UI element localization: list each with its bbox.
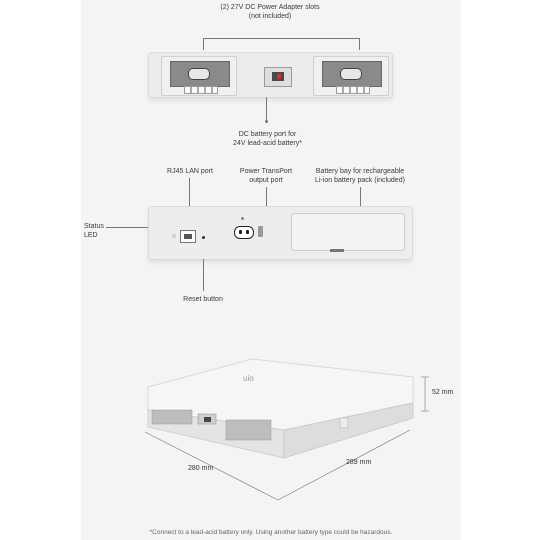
reset-pointer [203, 259, 204, 291]
device-logo: uio [243, 374, 254, 383]
battery-bay [291, 213, 405, 252]
device-top-view [148, 52, 393, 98]
reset-label: Reset button [183, 296, 223, 303]
plug-icon [188, 68, 210, 80]
dc-port-label-1: DC battery port for [238, 131, 297, 138]
dc-port-label-2: 24V lead-acid battery* [233, 140, 302, 147]
status-led-pointer [106, 227, 172, 228]
adapter-bracket-right [359, 38, 360, 50]
bay-label-1: Battery bay for rechargeable [315, 168, 405, 175]
rj45-label: RJ45 LAN port [167, 168, 213, 175]
transport-label-2: output port [249, 177, 283, 184]
adapter-slot-left [161, 56, 237, 96]
depth-dimension: 280 mm [188, 465, 214, 472]
power-switch [258, 226, 263, 237]
transport-led [241, 217, 244, 220]
footnote: *Connect to a lead-acid battery only. Us… [149, 529, 393, 536]
status-led-label-1: Status [84, 223, 104, 230]
reset-hole [202, 236, 205, 239]
adapter-bracket-line [203, 38, 360, 39]
transport-label-1: Power TransPort [239, 168, 293, 175]
height-dimension: 52 mm [432, 389, 454, 396]
plug-icon [340, 68, 362, 80]
adapter-bracket-left [203, 38, 204, 50]
device-front-view [148, 206, 413, 260]
dc-port-pointer [266, 97, 267, 122]
bay-label-2: Li-ion battery pack (included) [315, 177, 405, 184]
status-led-label-2: LED [84, 232, 98, 239]
dc-battery-port [264, 67, 292, 87]
bay-pointer [360, 187, 361, 207]
status-led [172, 234, 176, 238]
transport-port [234, 226, 254, 239]
adapter-slots-note: (not included) [248, 13, 292, 20]
adapter-slots-label: (2) 27V DC Power Adapter slots [220, 4, 320, 11]
width-dimension: 289 mm [346, 459, 372, 466]
adapter-slot-right [313, 56, 389, 96]
rj45-port [180, 230, 196, 243]
transport-pointer [266, 187, 267, 209]
rj45-pointer [189, 178, 190, 228]
